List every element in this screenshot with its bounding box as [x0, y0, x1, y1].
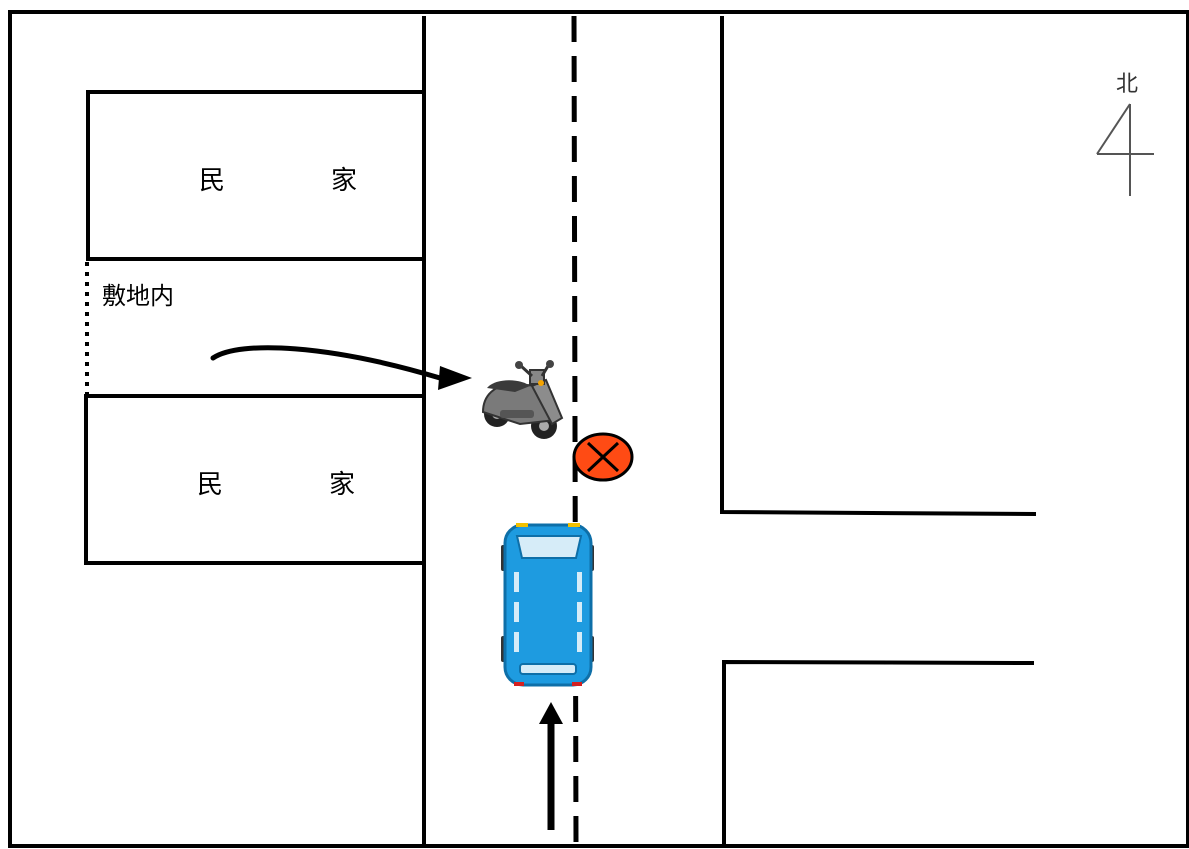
north-arrow-icon	[1096, 103, 1154, 196]
scooter-path-arrow	[210, 345, 472, 390]
impact-mark-icon	[572, 432, 634, 482]
road-east-edge-north	[720, 16, 1037, 516]
map-frame	[8, 10, 1189, 848]
scooter-icon	[481, 360, 564, 439]
north-label: 北	[1116, 72, 1139, 97]
lot-label: 敷地内	[102, 282, 174, 310]
center-dashed-line	[571, 15, 579, 847]
house-north	[86, 90, 426, 261]
road-east-edge-south	[722, 659, 1035, 846]
house-south-label: 民 家	[197, 470, 396, 500]
car-icon	[501, 523, 594, 687]
car-direction-arrow	[539, 702, 563, 830]
house-north-label: 民 家	[199, 166, 398, 196]
house-south	[84, 394, 426, 565]
